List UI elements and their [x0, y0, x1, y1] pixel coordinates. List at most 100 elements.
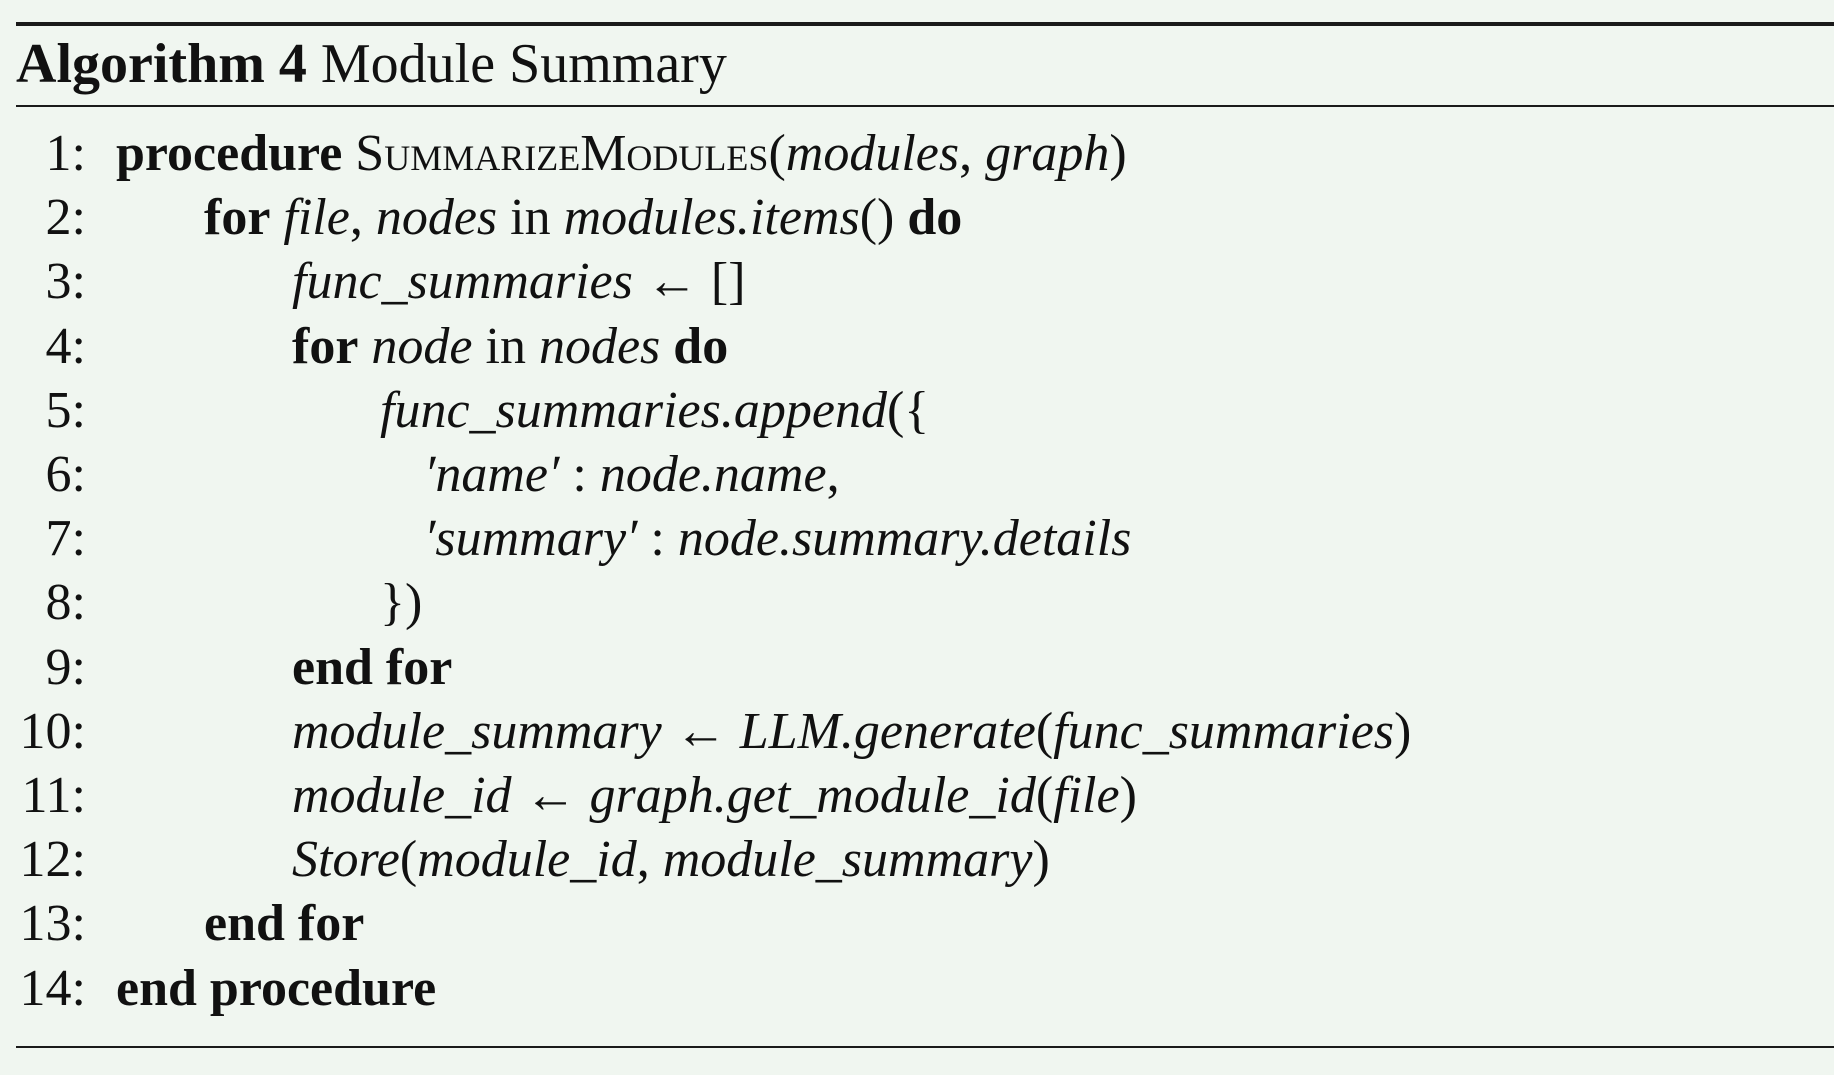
keyword: for — [204, 189, 271, 247]
identifier: ′name′ — [424, 446, 560, 503]
code-text: func_summaries ← [] — [292, 250, 746, 314]
identifier: ′summary′ — [424, 510, 638, 568]
identifier: module_id — [292, 767, 512, 824]
line-number: 10: — [19, 702, 86, 760]
identifier: func_summaries — [292, 253, 633, 311]
symbol: , — [636, 831, 663, 889]
algorithm-line: 7: ′summary′ : node.summary.details — [0, 507, 1834, 571]
symbol: ) — [1394, 702, 1412, 760]
identifier: nodes — [375, 189, 498, 247]
identifier: module_summary — [662, 831, 1033, 889]
identifier: node.summary.details — [677, 510, 1132, 568]
symbol: ( — [1035, 767, 1054, 824]
identifier: file — [1053, 767, 1120, 824]
symbol: ) — [1032, 831, 1050, 889]
code-text: ′summary′ : node.summary.details — [424, 507, 1131, 571]
code-text: procedure SummarizeModules(modules, grap… — [116, 122, 1127, 186]
line-number: 5: — [45, 381, 86, 439]
caption-rule — [16, 105, 1834, 107]
identifier: module_summary — [292, 702, 662, 760]
algorithm-caption: Algorithm 4 Module Summary — [16, 28, 727, 100]
algorithm-line: 3: func_summaries ← [] — [0, 250, 1834, 314]
identifier: modules — [785, 125, 960, 182]
code-text: func_summaries.append({ — [380, 379, 929, 443]
symbol: ← — [661, 702, 740, 760]
line-number: 13: — [19, 895, 86, 953]
symbol: }) — [380, 574, 423, 632]
identifier: graph.get_module_id — [589, 767, 1036, 824]
line-number: 4: — [45, 317, 86, 375]
algorithm-line: 8:}) — [0, 571, 1834, 635]
keyword: do — [673, 317, 729, 375]
code-text: module_summary ← LLM.generate(func_summa… — [292, 700, 1411, 764]
identifier: module_id — [417, 831, 637, 889]
symbol: , — [959, 125, 986, 182]
symbol: ( — [768, 125, 786, 182]
code-text: for node in nodes do — [292, 315, 728, 379]
symbol: : — [559, 446, 600, 503]
line-number: 6: — [45, 446, 86, 503]
bottom-rule — [16, 1046, 1834, 1048]
symbol: () — [859, 189, 908, 247]
symbol: : — [637, 510, 678, 568]
symbol: ( — [1035, 702, 1054, 760]
algorithm-label: Algorithm 4 — [16, 33, 307, 95]
algorithm-line: 11: module_id ← graph.get_module_id(file) — [0, 764, 1834, 828]
line-number: 7: — [45, 510, 86, 568]
code-text: end for — [204, 892, 364, 956]
line-number: 3: — [45, 253, 86, 311]
keyword: end for — [204, 895, 365, 953]
code-text: }) — [380, 571, 422, 635]
identifier: LLM.generate — [739, 702, 1036, 760]
algorithm-line: 9: end for — [0, 636, 1834, 700]
procedure-name: SummarizeModules — [355, 125, 769, 182]
algorithm-line: 12: Store(module_id, module_summary) — [0, 828, 1834, 892]
code-text: end procedure — [116, 957, 436, 1021]
identifier: func_summaries.append — [380, 381, 887, 439]
line-number: 9: — [45, 638, 86, 696]
symbol: ← — [511, 767, 590, 824]
algorithm-line: 1: procedure SummarizeModules(modules, gr… — [0, 122, 1834, 186]
code-text: ′name′ : node.name, — [424, 443, 840, 507]
code-text: module_id ← graph.get_module_id(file) — [292, 764, 1137, 828]
symbol: ( — [399, 831, 418, 889]
symbol — [270, 189, 283, 246]
algorithm-line: 14: end procedure — [0, 957, 1834, 1021]
code-text: Store(module_id, module_summary) — [292, 828, 1050, 892]
algorithm-line: 5: func_summaries.append({ — [0, 379, 1834, 443]
algorithm-line: 6: ′name′ : node.name, — [0, 443, 1834, 507]
keyword: end procedure — [116, 959, 437, 1017]
symbol — [660, 318, 673, 375]
symbol: ) — [1119, 767, 1137, 824]
symbol: , — [826, 446, 840, 503]
identifier: func_summaries — [1053, 702, 1395, 760]
line-number: 11: — [21, 767, 86, 824]
symbol — [358, 318, 371, 375]
line-number: 1: — [45, 125, 86, 182]
line-number: 8: — [45, 574, 86, 632]
identifier: file — [283, 189, 350, 247]
symbol: ({ — [886, 381, 930, 439]
symbol: ) — [1109, 125, 1127, 182]
line-number: 2: — [45, 189, 86, 247]
identifier: modules.items — [563, 189, 860, 247]
identifier: node.name — [599, 446, 827, 503]
code-text: for file, nodes in modules.items() do — [204, 186, 962, 250]
keyword: do — [907, 189, 963, 247]
identifier: nodes — [538, 317, 661, 375]
identifier: Store — [292, 831, 400, 889]
line-number: 12: — [19, 831, 86, 889]
algorithm-line: 4: for node in nodes do — [0, 315, 1834, 379]
algorithm-line: 2: for file, nodes in modules.items() do — [0, 186, 1834, 250]
algorithm-line: 10: module_summary ← LLM.generate(func_su… — [0, 700, 1834, 764]
identifier: node — [371, 317, 473, 375]
symbol: in — [497, 189, 564, 247]
top-rule — [16, 22, 1834, 26]
identifier: graph — [985, 125, 1110, 182]
symbol: in — [472, 317, 539, 375]
code-text: end for — [292, 636, 452, 700]
algorithm-title: Module Summary — [320, 33, 727, 95]
keyword: for — [292, 317, 359, 375]
line-number: 14: — [19, 959, 86, 1017]
symbol — [342, 125, 355, 182]
